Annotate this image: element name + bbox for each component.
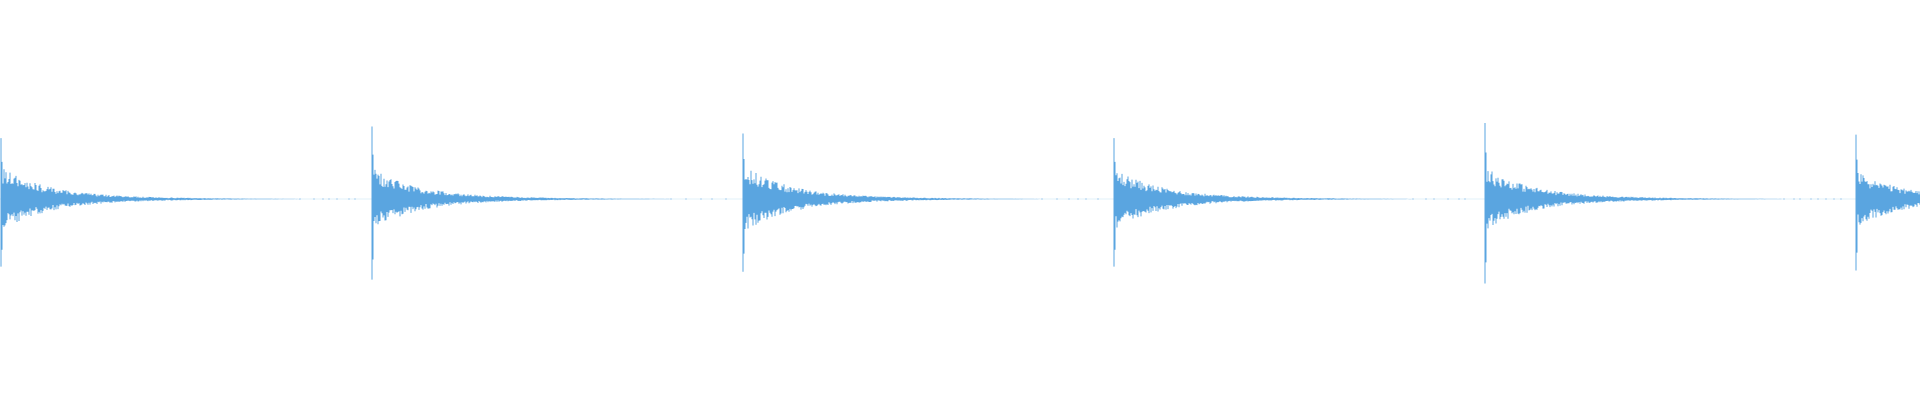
waveform-trailing-noise bbox=[1783, 198, 1842, 200]
waveform-hit-shape bbox=[742, 133, 1040, 272]
waveform-hit-shape bbox=[371, 126, 670, 280]
waveform-transient bbox=[1855, 134, 1920, 271]
waveform-hit-shape bbox=[1484, 122, 1782, 284]
waveform-trailing-noise bbox=[299, 198, 356, 200]
waveform-trailing-noise bbox=[1041, 198, 1099, 200]
waveform-hit-shape bbox=[1855, 134, 1920, 271]
waveform-trailing-noise bbox=[670, 198, 727, 200]
waveform-transient bbox=[742, 133, 1099, 272]
waveform-transient bbox=[1113, 138, 1466, 267]
waveform-transient bbox=[371, 126, 727, 280]
waveform-trailing-noise bbox=[1412, 198, 1466, 200]
waveform-transient bbox=[0, 138, 356, 267]
waveform-hit-shape bbox=[1113, 138, 1412, 267]
waveform-hit-shape bbox=[0, 138, 300, 267]
waveform-transient bbox=[1484, 122, 1842, 284]
